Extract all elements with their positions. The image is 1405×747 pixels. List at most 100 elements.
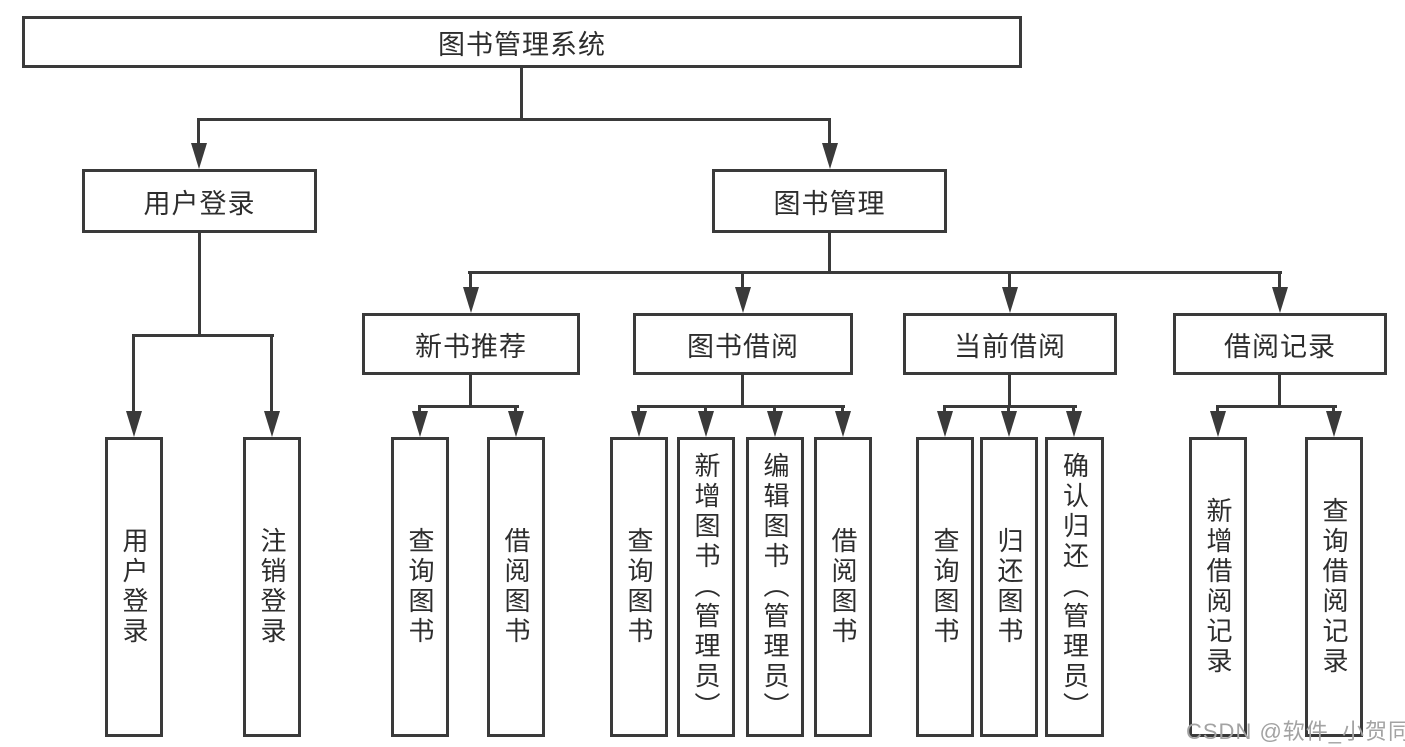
connector-currentborrow-rail (943, 405, 1077, 408)
arrowhead-down-icon (834, 411, 851, 437)
node-new-book-recommend: 新书推荐 (362, 313, 580, 375)
arrow-shaft (1216, 406, 1219, 411)
leaf-label: 新增借阅记录 (1203, 497, 1233, 677)
node-label: 借阅记录 (1224, 331, 1336, 362)
node-library-management-system: 图书管理系统 (22, 16, 1022, 68)
arrowhead-down-icon (190, 143, 207, 169)
leaf-label: 用户登录 (119, 527, 149, 647)
arrow-to-leaf-cb-confirm (1065, 406, 1082, 437)
leaf-current-query-books: 查询图书 (916, 437, 974, 737)
arrowhead-down-icon (936, 411, 953, 437)
connector-records-stem (1278, 374, 1281, 408)
arrow-shaft (270, 335, 273, 411)
connector-userlogin-stem (198, 233, 201, 337)
arrow-to-book-borrowing (734, 272, 751, 313)
connector-currentborrow-stem (1008, 374, 1011, 408)
connector-level2-rail (197, 118, 831, 121)
arrow-to-leaf-bb-add (697, 406, 714, 437)
arrow-to-leaf-nb-borrow (507, 406, 524, 437)
arrow-to-leaf-bb-query (630, 406, 647, 437)
arrowhead-down-icon (462, 287, 479, 313)
leaf-newbooks-query-books: 查询图书 (391, 437, 449, 737)
arrow-to-leaf-logout (263, 335, 280, 437)
arrow-shaft (1332, 406, 1335, 411)
arrowhead-down-icon (263, 411, 280, 437)
leaf-current-confirm-return-admin: 确认归还（管理员） (1045, 437, 1104, 737)
leaf-label: 查询借阅记录 (1319, 497, 1349, 677)
arrowhead-down-icon (1209, 411, 1226, 437)
arrow-to-leaf-bb-edit (766, 406, 783, 437)
node-label: 图书借阅 (687, 331, 799, 362)
arrow-shaft (469, 272, 472, 287)
leaf-label: 借阅图书 (828, 527, 858, 647)
connector-records-rail (1216, 405, 1337, 408)
leaf-current-return-books: 归还图书 (980, 437, 1038, 737)
arrow-to-leaf-cb-query (936, 406, 953, 437)
arrowhead-down-icon (125, 411, 142, 437)
csdn-watermark: CSDN @软件_小贺同学 (1186, 719, 1405, 744)
arrow-shaft (1008, 272, 1011, 287)
arrowhead-down-icon (766, 411, 783, 437)
leaf-borrowing-add-books-admin: 新增图书（管理员） (677, 437, 735, 737)
leaf-label: 注销登录 (257, 527, 287, 647)
leaf-newbooks-borrow-books: 借阅图书 (487, 437, 545, 737)
arrow-shaft (197, 119, 200, 143)
arrow-to-user-login-group (190, 119, 207, 169)
arrow-shaft (132, 335, 135, 411)
node-borrowing-records: 借阅记录 (1173, 313, 1387, 375)
connector-newbooks-rail (418, 405, 519, 408)
arrow-shaft (828, 119, 831, 143)
leaf-label: 查询图书 (930, 527, 960, 647)
node-current-borrowing: 当前借阅 (903, 313, 1117, 375)
arrow-to-current-borrowing (1001, 272, 1018, 313)
node-label: 图书管理系统 (438, 29, 606, 60)
arrowhead-down-icon (1000, 411, 1017, 437)
leaf-label: 借阅图书 (501, 527, 531, 647)
arrow-to-leaf-br-query (1325, 406, 1342, 437)
arrow-to-new-book-recommend (462, 272, 479, 313)
arrow-shaft (741, 272, 744, 287)
leaf-label: 查询图书 (405, 527, 435, 647)
leaf-label: 确认归还（管理员） (1059, 452, 1090, 722)
arrow-to-borrowing-records (1271, 272, 1288, 313)
connector-newbooks-stem (469, 374, 472, 408)
arrowhead-down-icon (1001, 287, 1018, 313)
node-label: 图书管理 (773, 188, 886, 219)
leaf-records-query-record: 查询借阅记录 (1305, 437, 1363, 737)
arrowhead-down-icon (734, 287, 751, 313)
arrow-shaft (514, 406, 517, 411)
connector-root-stem (520, 67, 523, 121)
connector-bookmgmt-stem (828, 233, 831, 274)
arrowhead-down-icon (697, 411, 714, 437)
node-label: 新书推荐 (415, 331, 527, 362)
arrow-to-leaf-nb-query (411, 406, 428, 437)
arrowhead-down-icon (1271, 287, 1288, 313)
arrow-shaft (1278, 272, 1281, 287)
arrow-to-book-mgmt-group (821, 119, 838, 169)
leaf-records-add-record: 新增借阅记录 (1189, 437, 1247, 737)
node-label: 用户登录 (143, 188, 256, 219)
arrow-shaft (637, 406, 640, 411)
arrow-to-leaf-user-login (125, 335, 142, 437)
leaf-user-login: 用户登录 (105, 437, 163, 737)
leaf-label: 编辑图书（管理员） (760, 452, 790, 722)
node-book-borrowing: 图书借阅 (633, 313, 853, 375)
arrow-shaft (418, 406, 421, 411)
leaf-borrowing-borrow-books: 借阅图书 (814, 437, 872, 737)
leaf-label: 查询图书 (624, 527, 654, 647)
node-user-login-group: 用户登录 (82, 169, 317, 233)
connector-userlogin-rail (132, 334, 274, 337)
arrow-to-leaf-br-add (1209, 406, 1226, 437)
connector-bookborrow-rail (637, 405, 845, 408)
connector-bookborrow-stem (741, 374, 744, 408)
arrowhead-down-icon (630, 411, 647, 437)
leaf-label: 归还图书 (994, 527, 1024, 647)
connector-level3-rail (468, 271, 1282, 274)
leaf-logout: 注销登录 (243, 437, 301, 737)
arrow-to-leaf-bb-borrow (834, 406, 851, 437)
arrow-shaft (704, 406, 707, 411)
arrowhead-down-icon (507, 411, 524, 437)
node-label: 当前借阅 (954, 331, 1066, 362)
arrow-shaft (841, 406, 844, 411)
